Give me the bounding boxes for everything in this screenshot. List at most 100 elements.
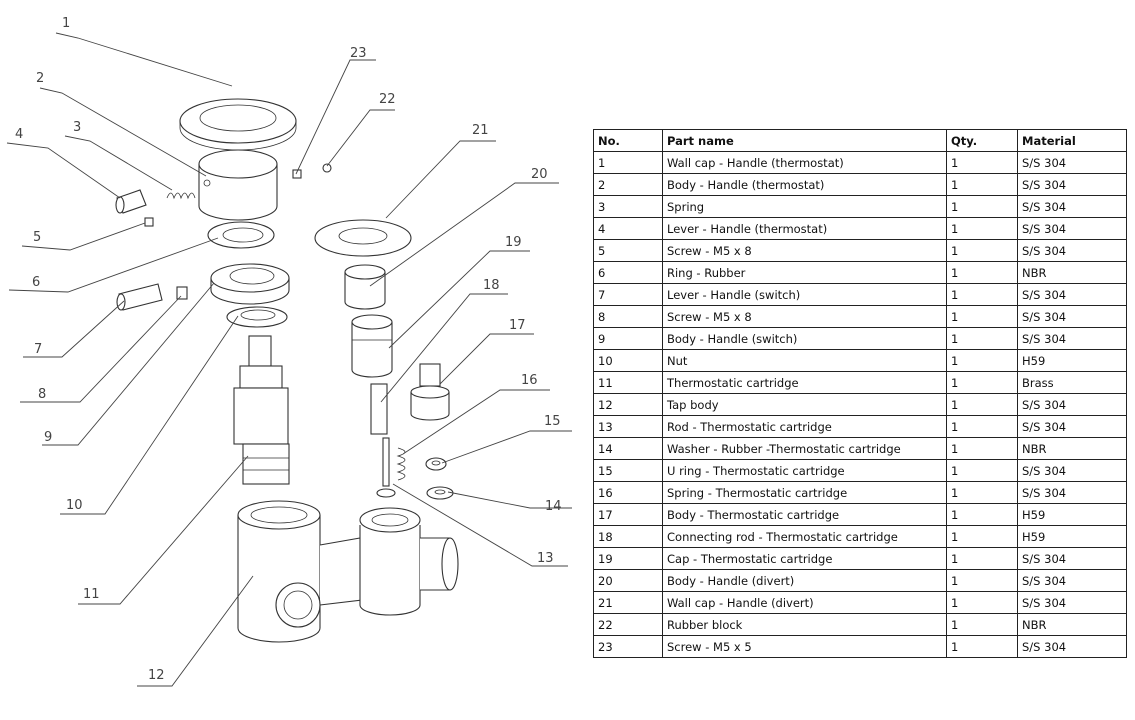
cell-no: 5 xyxy=(593,239,663,262)
cell-material: S/S 304 xyxy=(1017,547,1127,570)
part-screw-23 xyxy=(292,169,302,179)
cell-qty: 1 xyxy=(946,195,1018,218)
callout-10: 10 xyxy=(66,498,83,513)
cell-part-name: Wall cap - Handle (thermostat) xyxy=(662,151,947,174)
cell-part-name: Rubber block xyxy=(662,613,947,636)
part-lever-switch xyxy=(116,283,163,311)
cell-material: S/S 304 xyxy=(1017,393,1127,416)
cell-no: 16 xyxy=(593,481,663,504)
cell-no: 20 xyxy=(593,569,663,592)
cell-no: 6 xyxy=(593,261,663,284)
callout-15: 15 xyxy=(544,414,561,429)
part-screw-8 xyxy=(176,286,188,300)
cell-no: 21 xyxy=(593,591,663,614)
callout-5: 5 xyxy=(33,230,41,245)
cell-qty: 1 xyxy=(946,415,1018,438)
part-washer xyxy=(426,486,454,500)
cell-no: 12 xyxy=(593,393,663,416)
cell-qty: 1 xyxy=(946,569,1018,592)
callout-11: 11 xyxy=(83,587,100,602)
cell-material: S/S 304 xyxy=(1017,415,1127,438)
cell-qty: 1 xyxy=(946,283,1018,306)
cell-qty: 1 xyxy=(946,239,1018,262)
cell-part-name: Spring - Thermostatic cartridge xyxy=(662,481,947,504)
leader-lines xyxy=(6,32,572,687)
cell-part-name: Washer - Rubber -Thermostatic cartridge xyxy=(662,437,947,460)
cell-qty: 1 xyxy=(946,613,1018,636)
cell-part-name: Rod - Thermostatic cartridge xyxy=(662,415,947,438)
cell-part-name: Connecting rod - Thermostatic cartridge xyxy=(662,525,947,548)
callout-14: 14 xyxy=(545,499,562,514)
cell-material: S/S 304 xyxy=(1017,481,1127,504)
callout-9: 9 xyxy=(44,430,52,445)
cell-material: NBR xyxy=(1017,261,1127,284)
col-header-part-name: Part name xyxy=(662,129,947,152)
cell-part-name: Body - Handle (thermostat) xyxy=(662,173,947,196)
col-header-no: No. xyxy=(593,129,663,152)
exploded-view-drawing: 1 2 3 4 5 6 7 8 9 10 11 12 13 14 15 16 1… xyxy=(6,16,572,687)
part-wall-cap-divert xyxy=(314,219,412,257)
callout-17: 17 xyxy=(509,318,526,333)
cell-material: S/S 304 xyxy=(1017,151,1127,174)
cell-part-name: Screw - M5 x 8 xyxy=(662,239,947,262)
cell-part-name: Wall cap - Handle (divert) xyxy=(662,591,947,614)
part-wall-cap-thermostat xyxy=(179,98,297,151)
cell-material: H59 xyxy=(1017,503,1127,526)
callout-22: 22 xyxy=(379,92,396,107)
part-nut xyxy=(226,306,288,328)
cell-part-name: Screw - M5 x 5 xyxy=(662,635,947,658)
cell-qty: 1 xyxy=(946,547,1018,570)
cell-qty: 1 xyxy=(946,261,1018,284)
part-spring-small xyxy=(166,192,196,200)
cell-part-name: U ring - Thermostatic cartridge xyxy=(662,459,947,482)
cell-no: 22 xyxy=(593,613,663,636)
callout-20: 20 xyxy=(531,167,548,182)
cell-part-name: Thermostatic cartridge xyxy=(662,371,947,394)
cell-part-name: Nut xyxy=(662,349,947,372)
cell-qty: 1 xyxy=(946,371,1018,394)
cell-no: 18 xyxy=(593,525,663,548)
cell-material: S/S 304 xyxy=(1017,569,1127,592)
cell-material: H59 xyxy=(1017,525,1127,548)
cell-material: S/S 304 xyxy=(1017,327,1127,350)
cell-material: S/S 304 xyxy=(1017,283,1127,306)
cell-material: H59 xyxy=(1017,349,1127,372)
callout-numbers: 1 2 3 4 5 6 7 8 9 10 11 12 13 14 15 16 1… xyxy=(15,16,562,683)
callout-18: 18 xyxy=(483,278,500,293)
cell-material: S/S 304 xyxy=(1017,459,1127,482)
cell-material: Brass xyxy=(1017,371,1127,394)
cell-material: S/S 304 xyxy=(1017,305,1127,328)
cell-qty: 1 xyxy=(946,151,1018,174)
cell-material: S/S 304 xyxy=(1017,591,1127,614)
callout-7: 7 xyxy=(34,342,42,357)
callout-13: 13 xyxy=(537,551,554,566)
cell-no: 15 xyxy=(593,459,663,482)
cell-qty: 1 xyxy=(946,217,1018,240)
cell-part-name: Cap - Thermostatic cartridge xyxy=(662,547,947,570)
part-u-ring xyxy=(425,457,447,471)
cell-qty: 1 xyxy=(946,503,1018,526)
cell-material: S/S 304 xyxy=(1017,239,1127,262)
part-body-handle-thermostat xyxy=(198,149,278,221)
cell-qty: 1 xyxy=(946,305,1018,328)
part-rubber-block xyxy=(322,163,332,173)
cell-no: 10 xyxy=(593,349,663,372)
callout-4: 4 xyxy=(15,127,23,142)
